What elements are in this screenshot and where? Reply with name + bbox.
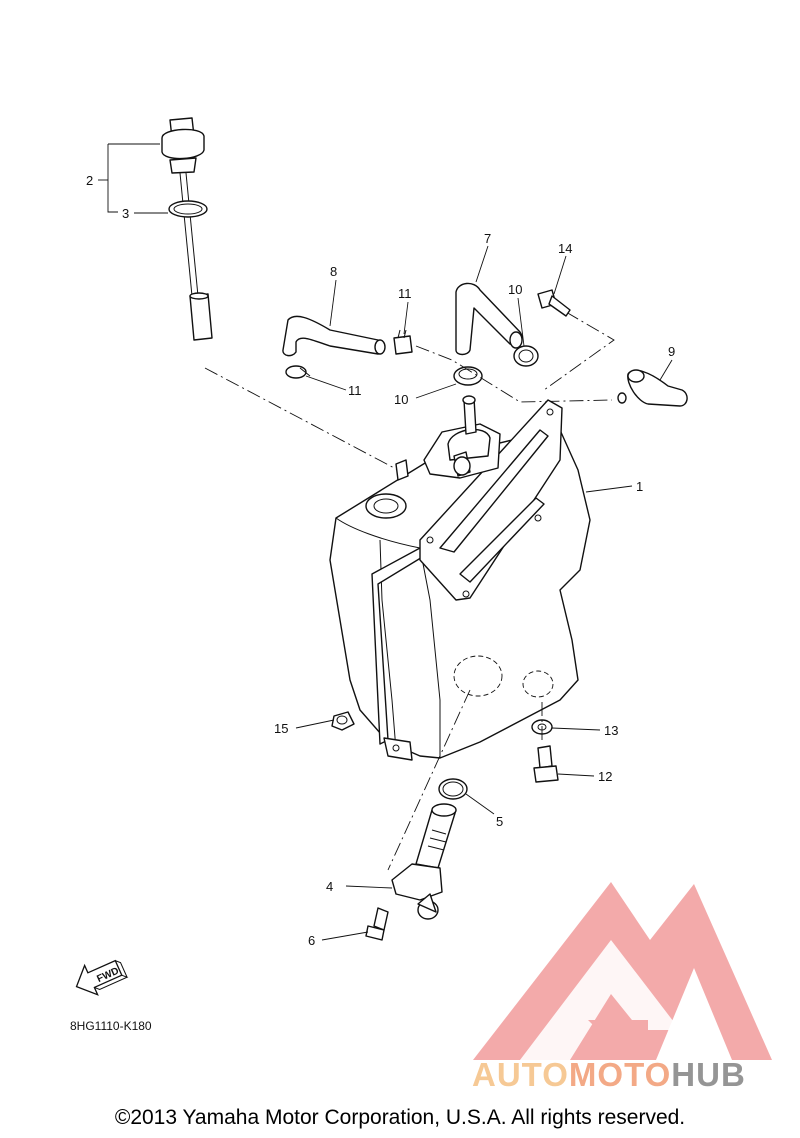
oil-tank: [329, 395, 591, 761]
bolt-14: [537, 289, 571, 317]
o-ring-3: [168, 200, 208, 218]
leader-lines: [98, 143, 673, 941]
watermark-text: AUTOMOTOHUB: [472, 1056, 746, 1093]
drawing-code: 8HG1110-K180: [70, 1019, 152, 1033]
callout-6: 6: [308, 933, 315, 948]
callout-12: 12: [598, 769, 612, 784]
watermark-logo-icon: [473, 882, 772, 1060]
callout-14: 14: [558, 241, 572, 256]
callout-10-upper: 10: [508, 282, 522, 297]
hose-7: [455, 282, 523, 356]
nut-15: [331, 711, 355, 731]
callout-15: 15: [274, 721, 288, 736]
watermark-hub: HUB: [671, 1056, 746, 1093]
clip-11-lower: [285, 365, 311, 379]
clip-11-upper: [393, 329, 413, 355]
callout-5: 5: [496, 814, 503, 829]
callout-2: 2: [86, 173, 93, 188]
hose-8: [282, 315, 386, 357]
clamp-10-upper: [513, 345, 539, 367]
clamp-10-lower: [453, 366, 483, 386]
bolt-6: [365, 907, 389, 941]
watermark-moto: MOTO: [569, 1056, 671, 1093]
callout-8: 8: [330, 264, 337, 279]
watermark-auto: AUTO: [472, 1056, 569, 1093]
fitting-9: [617, 369, 688, 407]
callout-13: 13: [604, 723, 618, 738]
callout-7: 7: [484, 231, 491, 246]
callout-4: 4: [326, 879, 333, 894]
callout-9: 9: [668, 344, 675, 359]
callout-1: 1: [636, 479, 643, 494]
strainer-4: [391, 803, 457, 920]
oil-level-gauge: [161, 117, 213, 341]
fwd-arrow-icon: FWD: [75, 959, 129, 996]
callout-10-lower: 10: [394, 392, 408, 407]
callout-11-lower: 11: [348, 383, 362, 398]
callout-11-upper: 11: [398, 286, 412, 301]
copyright-footer: ©2013 Yamaha Motor Corporation, U.S.A. A…: [115, 1106, 685, 1129]
callout-3: 3: [122, 206, 129, 221]
bolt-12: [533, 745, 559, 783]
